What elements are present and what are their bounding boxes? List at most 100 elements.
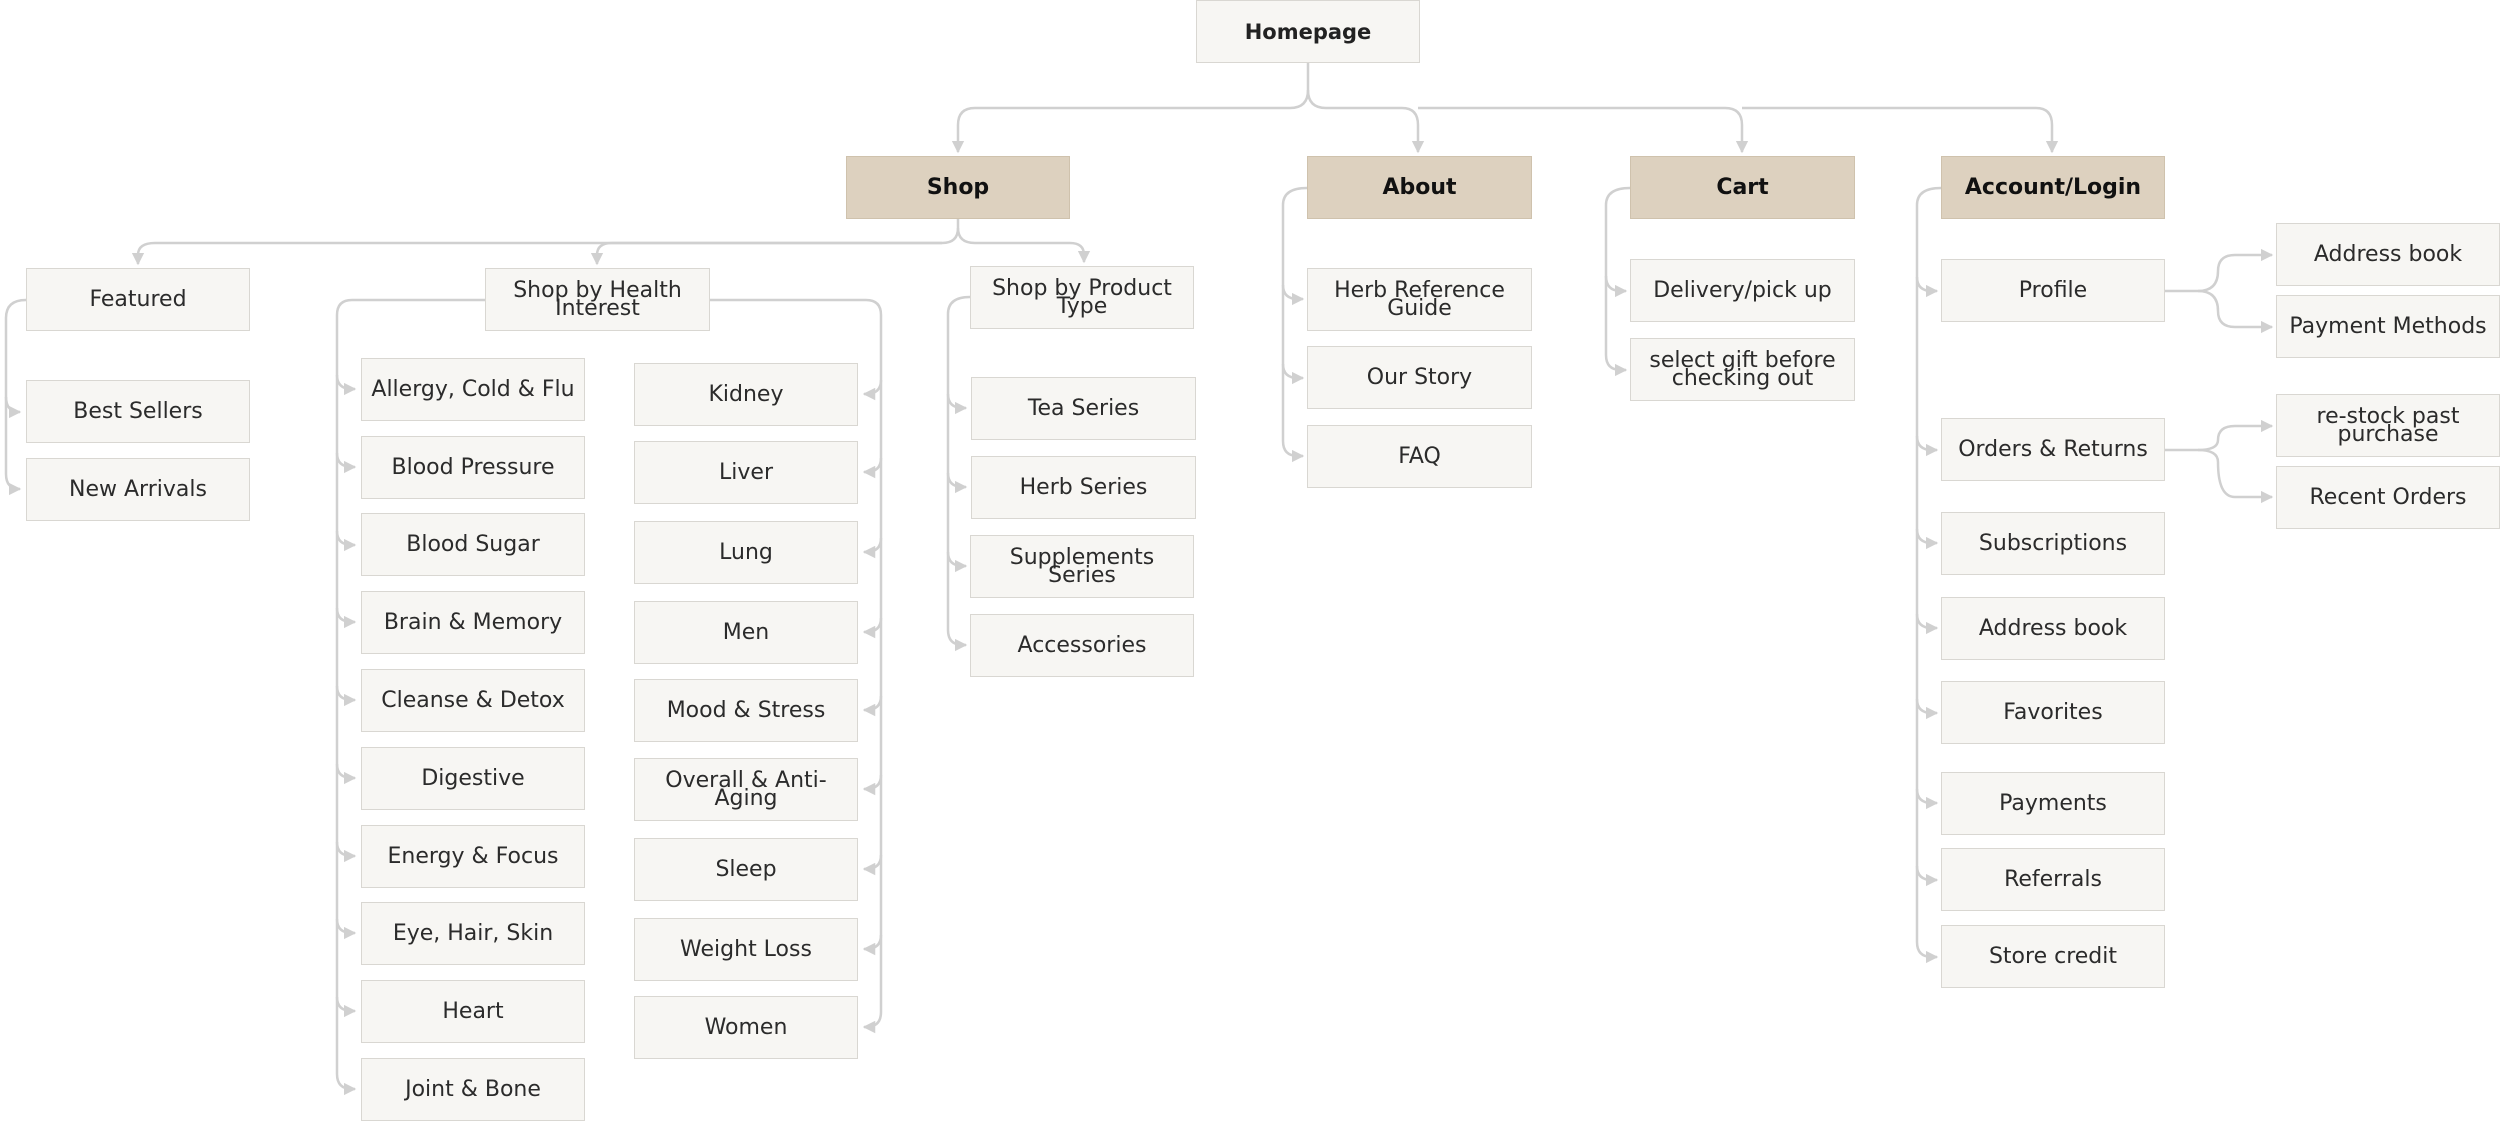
connector-type-1	[946, 472, 968, 494]
connector-account-4	[1915, 698, 1939, 720]
connector-health-right-0	[862, 379, 883, 401]
node-energy-focus: Energy & Focus	[361, 825, 585, 888]
connector-health-right-6	[862, 854, 883, 876]
connector-account-2	[1915, 528, 1939, 550]
connector-health-left-5	[335, 763, 357, 785]
node-address-book: Address book	[1941, 597, 2165, 660]
node-profile-address-book: Address book	[2276, 223, 2500, 286]
connector-shop-type	[956, 227, 1091, 264]
node-favorites: Favorites	[1941, 681, 2165, 744]
connector-shop-health	[590, 241, 942, 266]
connector-health-right-7	[862, 934, 883, 956]
connector-about-spine	[1281, 186, 1308, 463]
node-lung: Lung	[634, 521, 858, 584]
node-about: About	[1307, 156, 1532, 219]
node-store-credit: Store credit	[1941, 925, 2165, 988]
connector-about-0	[1281, 284, 1305, 306]
node-men: Men	[634, 601, 858, 664]
connector-homepage-about	[1306, 89, 1425, 154]
node-recent-orders: Recent Orders	[2276, 466, 2500, 529]
node-cart: Cart	[1630, 156, 1855, 219]
connector-profile-payment-methods	[2197, 289, 2274, 334]
connector-account-spine	[1915, 186, 1942, 964]
connector-account-5	[1915, 788, 1939, 810]
node-best-sellers: Best Sellers	[26, 380, 250, 443]
node-delivery-pick-up: Delivery/pick up	[1630, 259, 1855, 322]
connector-health-right-spine	[710, 298, 883, 1034]
node-allergy-cold-flu: Allergy, Cold & Flu	[361, 358, 585, 421]
node-shop-by-health-interest: Shop by Health Interest	[485, 268, 710, 331]
node-our-story: Our Story	[1307, 346, 1532, 409]
node-eye-hair-skin: Eye, Hair, Skin	[361, 902, 585, 965]
node-select-gift: select gift before checking out	[1630, 338, 1855, 401]
connector-account-1	[1915, 435, 1939, 457]
connector-health-left-8	[335, 996, 357, 1018]
connector-health-left-spine	[335, 298, 485, 1096]
connector-account-6	[1915, 865, 1939, 887]
connector-type-2	[946, 551, 968, 573]
connector-health-left-4	[335, 685, 357, 707]
connector-type-spine	[946, 295, 971, 652]
node-payments: Payments	[1941, 772, 2165, 835]
connector-homepage-cart	[1418, 106, 1749, 154]
node-cleanse-detox: Cleanse & Detox	[361, 669, 585, 732]
node-herb-reference-guide: Herb Reference Guide	[1307, 268, 1532, 331]
node-liver: Liver	[634, 441, 858, 504]
connector-health-left-1	[335, 452, 357, 474]
connector-health-right-4	[862, 695, 883, 717]
connector-account-3	[1915, 613, 1939, 635]
node-blood-sugar: Blood Sugar	[361, 513, 585, 576]
node-profile: Profile	[1941, 259, 2165, 322]
connector-health-left-7	[335, 918, 357, 940]
node-referrals: Referrals	[1941, 848, 2165, 911]
node-tea-series: Tea Series	[971, 377, 1196, 440]
node-brain-memory: Brain & Memory	[361, 591, 585, 654]
node-restock-past-purchase: re-stock past purchase	[2276, 394, 2500, 457]
connector-cart-delivery	[1604, 275, 1628, 298]
connector-featured-best-sellers	[4, 298, 27, 419]
connector-health-right-5	[862, 774, 883, 796]
connector-health-left-3	[335, 607, 357, 629]
connector-orders-restock	[2165, 419, 2274, 452]
node-accessories: Accessories	[970, 614, 1194, 677]
connector-profile-address-book	[2165, 248, 2274, 293]
node-joint-bone: Joint & Bone	[361, 1058, 585, 1121]
node-digestive: Digestive	[361, 747, 585, 810]
node-blood-pressure: Blood Pressure	[361, 436, 585, 499]
node-featured: Featured	[26, 268, 250, 331]
node-orders-returns: Orders & Returns	[1941, 418, 2165, 481]
node-faq: FAQ	[1307, 425, 1532, 488]
connector-about-1	[1281, 363, 1305, 385]
node-kidney: Kidney	[634, 363, 858, 426]
node-weight-loss: Weight Loss	[634, 918, 858, 981]
node-new-arrivals: New Arrivals	[26, 458, 250, 521]
connector-homepage-account	[1742, 106, 2059, 154]
node-subscriptions: Subscriptions	[1941, 512, 2165, 575]
connector-cart-spine	[1604, 186, 1631, 377]
node-supplements-series: Supplements Series	[970, 535, 1194, 598]
connector-health-left-0	[335, 374, 357, 396]
connector-homepage-shop	[951, 63, 1310, 154]
connector-health-right-1	[862, 457, 883, 479]
node-heart: Heart	[361, 980, 585, 1043]
connector-account-0	[1915, 276, 1939, 298]
connector-shop-featured	[131, 219, 960, 266]
node-overall-anti-aging: Overall & Anti-Aging	[634, 758, 858, 821]
connector-featured-new-arrivals	[4, 397, 22, 496]
node-sleep: Sleep	[634, 838, 858, 901]
connector-health-left-6	[335, 841, 357, 863]
connector-health-right-3	[862, 617, 883, 639]
connector-type-0	[946, 393, 968, 415]
connector-orders-recent	[2197, 448, 2274, 504]
node-shop: Shop	[846, 156, 1070, 219]
node-payment-methods: Payment Methods	[2276, 295, 2500, 358]
node-mood-stress: Mood & Stress	[634, 679, 858, 742]
node-herb-series: Herb Series	[971, 456, 1196, 519]
node-women: Women	[634, 996, 858, 1059]
connector-health-left-2	[335, 530, 357, 552]
node-account-login: Account/Login	[1941, 156, 2165, 219]
node-homepage: Homepage	[1196, 0, 1420, 63]
node-shop-by-product-type: Shop by Product Type	[970, 266, 1194, 329]
